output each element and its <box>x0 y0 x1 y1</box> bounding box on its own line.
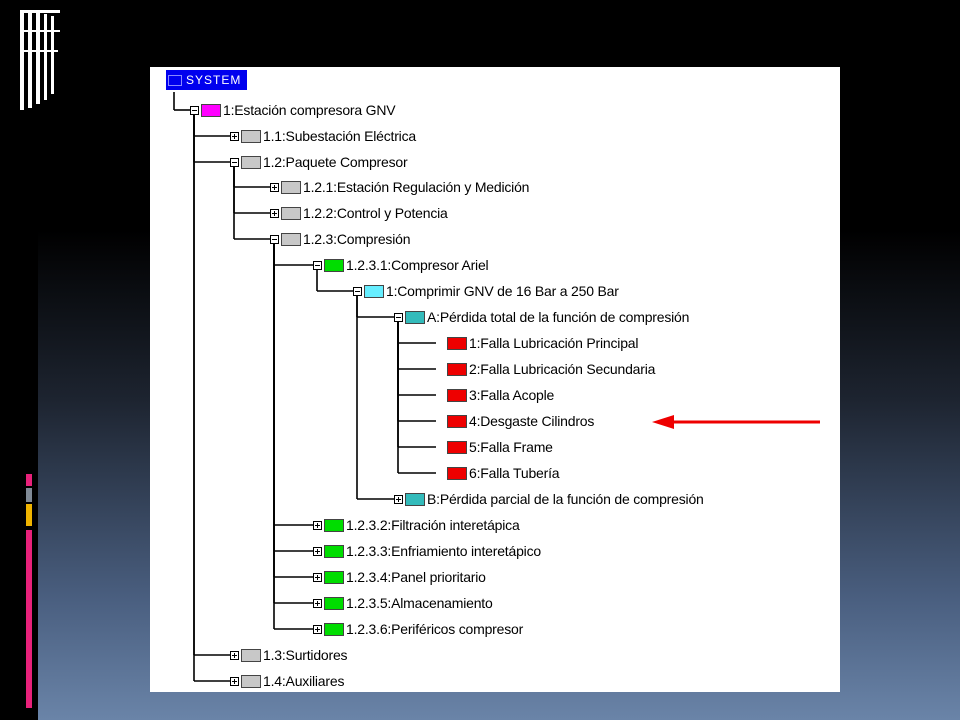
tree-node-label: 1:Falla Lubricación Principal <box>469 335 639 351</box>
tree-node-1-2-paquete-compresor[interactable]: 1.2:Paquete Compresor <box>230 154 408 170</box>
green-node-box-icon <box>324 258 344 272</box>
tree-node-label: 1.2.2:Control y Potencia <box>303 205 448 221</box>
tree-node-1-falla-lubricacion-principal[interactable]: 1:Falla Lubricación Principal <box>436 335 638 351</box>
tree-node-1-estacion-compresora-gnv[interactable]: 1:Estación compresora GNV <box>190 102 396 118</box>
gray-node-box-icon <box>281 206 301 220</box>
tree-node-1-3-surtidores[interactable]: 1.3:Surtidores <box>230 647 348 663</box>
tree-node-label: 4:Desgaste Cilindros <box>469 413 595 429</box>
expand-plus-icon[interactable] <box>230 650 239 660</box>
tree-node-1-2-2-control-y-potencia[interactable]: 1.2.2:Control y Potencia <box>270 205 448 221</box>
teal-node-box-icon <box>405 492 425 506</box>
gray-node-box-icon <box>241 129 261 143</box>
tree-node-label: 6:Falla Tubería <box>469 465 560 481</box>
tree-node-1-2-3-5-almacenamiento[interactable]: 1.2.3.5:Almacenamiento <box>313 595 493 611</box>
red-node-box-icon <box>447 336 467 350</box>
tree-node-6-falla-tuberia[interactable]: 6:Falla Tubería <box>436 465 560 481</box>
tree-node-4-desgaste-cilindros[interactable]: 4:Desgaste Cilindros <box>436 413 594 429</box>
tree-node-1-2-3-2-filtracion-interetapica[interactable]: 1.2.3.2:Filtración interetápica <box>313 517 520 533</box>
collapse-minus-icon[interactable] <box>270 234 279 244</box>
collapse-minus-icon[interactable] <box>230 157 239 167</box>
red-node-box-icon <box>447 362 467 376</box>
tree-node-2-falla-lubricacion-secundaria[interactable]: 2:Falla Lubricación Secundaria <box>436 361 655 377</box>
root-node-box-icon <box>201 103 221 117</box>
tree-node-a-perdida-total-de-la-funcion-de-compresion[interactable]: A:Pérdida total de la función de compres… <box>394 309 689 325</box>
tree-node-label: 2:Falla Lubricación Secundaria <box>469 361 656 377</box>
gray-node-box-icon <box>281 180 301 194</box>
tree-node-label: 1.2.3.4:Panel prioritario <box>346 569 486 585</box>
green-node-box-icon <box>324 570 344 584</box>
teal-node-box-icon <box>405 310 425 324</box>
tree-node-label: 5:Falla Frame <box>469 439 553 455</box>
expand-plus-icon[interactable] <box>313 624 322 634</box>
window-blinds-icon <box>20 10 60 110</box>
tree-node-1-comprimir-gnv-de-16-bar-a-250-bar[interactable]: 1:Comprimir GNV de 16 Bar a 250 Bar <box>353 283 619 299</box>
green-node-box-icon <box>324 596 344 610</box>
tree-node-label: 1.2.3.2:Filtración interetápica <box>346 517 520 533</box>
tree-node-3-falla-acople[interactable]: 3:Falla Acople <box>436 387 554 403</box>
tree-node-1-2-3-4-panel-prioritario[interactable]: 1.2.3.4:Panel prioritario <box>313 569 486 585</box>
expand-plus-icon[interactable] <box>394 494 403 504</box>
gray-node-box-icon <box>241 674 261 688</box>
tree-node-1-2-3-compresion[interactable]: 1.2.3:Compresión <box>270 231 411 247</box>
red-node-box-icon <box>447 440 467 454</box>
gray-node-box-icon <box>241 648 261 662</box>
accent-bar-pink <box>26 530 32 708</box>
expand-plus-icon[interactable] <box>270 182 279 192</box>
tree-root-system[interactable]: SYSTEM <box>166 70 248 90</box>
cyan-node-box-icon <box>364 284 384 298</box>
tree-node-1-2-1-estacion-regulacion-y-medicion[interactable]: 1.2.1:Estación Regulación y Medición <box>270 179 529 195</box>
collapse-minus-icon[interactable] <box>190 105 199 115</box>
tree-node-1-2-3-3-enfriamiento-interetapico[interactable]: 1.2.3.3:Enfriamiento interetápico <box>313 543 541 559</box>
tree-connectors <box>173 92 436 682</box>
accent-bar-gold <box>26 504 32 526</box>
expand-plus-icon[interactable] <box>313 520 322 530</box>
expand-plus-icon[interactable] <box>230 676 239 686</box>
tree-node-1-2-3-6-perifericos-compresor[interactable]: 1.2.3.6:Periféricos compresor <box>313 621 523 637</box>
tree-node-label: 1:Estación compresora GNV <box>223 102 396 118</box>
tree-node-label: 1.2.3:Compresión <box>303 231 411 247</box>
green-node-box-icon <box>324 518 344 532</box>
tree-node-1-4-auxiliares[interactable]: 1.4:Auxiliares <box>230 673 344 689</box>
red-node-box-icon <box>447 414 467 428</box>
expand-plus-icon[interactable] <box>313 572 322 582</box>
expand-plus-icon[interactable] <box>313 598 322 608</box>
green-node-box-icon <box>324 544 344 558</box>
collapse-minus-icon[interactable] <box>353 286 362 296</box>
expand-plus-icon[interactable] <box>230 131 239 141</box>
tree-node-label: 1.2.3.3:Enfriamiento interetápico <box>346 543 541 559</box>
tree-node-b-perdida-parcial-de-la-funcion-de-compresion[interactable]: B:Pérdida parcial de la función de compr… <box>394 491 704 507</box>
collapse-minus-icon[interactable] <box>394 312 403 322</box>
tree-node-1-1-subestacion-electrica[interactable]: 1.1:Subestación Eléctrica <box>230 128 416 144</box>
accent-bar-gray <box>26 488 32 502</box>
tree-node-label: 1:Comprimir GNV de 16 Bar a 250 Bar <box>386 283 619 299</box>
expand-plus-icon[interactable] <box>313 546 322 556</box>
tree-node-label: 1.2.3.1:Compresor Ariel <box>346 257 489 273</box>
tree-node-label: 3:Falla Acople <box>469 387 555 403</box>
tree-node-5-falla-frame[interactable]: 5:Falla Frame <box>436 439 553 455</box>
tree-node-label: 1.2.3.6:Periféricos compresor <box>346 621 524 637</box>
gray-node-box-icon <box>241 155 261 169</box>
tree-node-label: B:Pérdida parcial de la función de compr… <box>427 491 704 507</box>
tree-node-label: 1.2:Paquete Compresor <box>263 154 408 170</box>
green-node-box-icon <box>324 622 344 636</box>
red-node-box-icon <box>447 466 467 480</box>
tree-node-label: 1.3:Surtidores <box>263 647 348 663</box>
system-label[interactable]: SYSTEM <box>166 70 248 90</box>
collapse-minus-icon[interactable] <box>313 260 322 270</box>
expand-plus-icon[interactable] <box>270 208 279 218</box>
tree-node-label: 1.2.3.5:Almacenamiento <box>346 595 493 611</box>
system-box-icon <box>168 74 182 86</box>
gray-node-box-icon <box>281 232 301 246</box>
red-node-box-icon <box>447 388 467 402</box>
tree-node-label: A:Pérdida total de la función de compres… <box>427 309 690 325</box>
tree-node-1-2-3-1-compresor-ariel[interactable]: 1.2.3.1:Compresor Ariel <box>313 257 489 273</box>
tree-panel: SYSTEM 1:Estación compresora GNV 1.1:Sube… <box>150 67 840 692</box>
accent-bar-pink-small <box>26 474 32 486</box>
pointer-arrow-icon <box>652 415 820 429</box>
tree-node-label: 1.2.1:Estación Regulación y Medición <box>303 179 530 195</box>
tree-node-label: 1.4:Auxiliares <box>263 673 345 689</box>
tree-node-label: 1.1:Subestación Eléctrica <box>263 128 416 144</box>
